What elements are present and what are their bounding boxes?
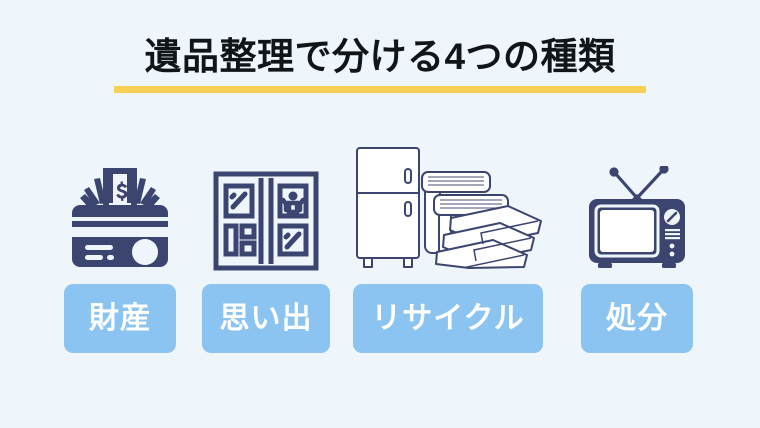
page-title: 遺品整理で分ける4つの種類: [144, 36, 616, 77]
title-underline-bar: [114, 86, 646, 93]
category-label-memories[interactable]: 思い出: [202, 284, 330, 353]
category-item-recycle: リサイクル: [342, 140, 554, 353]
refrigerator-books-icon: [356, 147, 542, 269]
icon-area-disposal: [556, 140, 718, 272]
icon-area-assets: [44, 140, 196, 272]
category-item-memories: 思い出: [190, 140, 342, 353]
retro-television-icon: [589, 166, 685, 268]
category-label-assets[interactable]: 財産: [64, 284, 176, 353]
title-block: 遺品整理で分ける4つの種類: [0, 34, 760, 93]
icon-area-memories: [190, 140, 342, 272]
category-item-disposal: 処分: [556, 140, 718, 353]
money-credit-card-icon: [72, 168, 168, 267]
category-item-assets: 財産: [44, 140, 196, 353]
category-row: 財産: [0, 140, 760, 370]
category-label-recycle[interactable]: リサイクル: [353, 284, 543, 353]
icon-area-recycle: [342, 140, 554, 272]
category-label-disposal[interactable]: 処分: [581, 284, 693, 353]
photo-album-icon: [213, 171, 319, 271]
